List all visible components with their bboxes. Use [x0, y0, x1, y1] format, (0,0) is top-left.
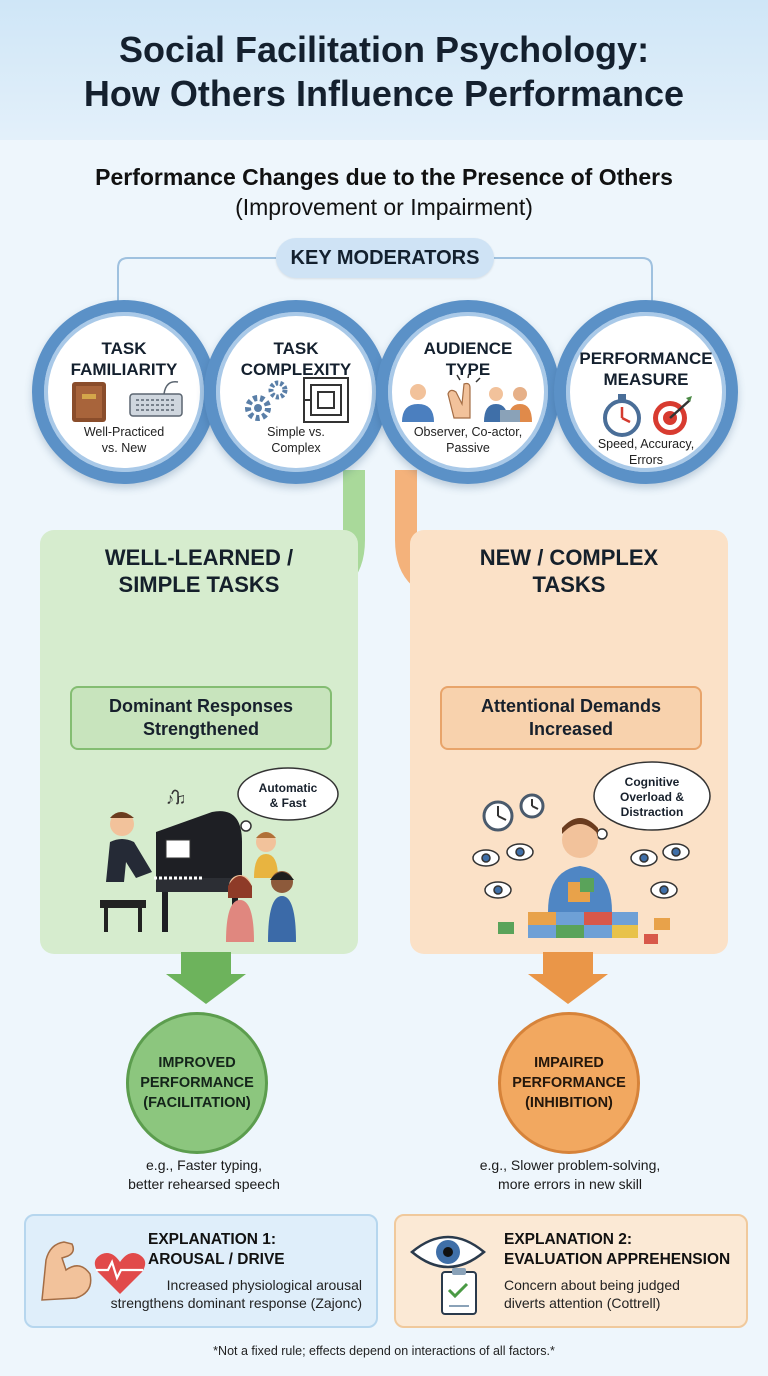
subtitle-main: Performance Changes due to the Presence …: [95, 164, 673, 190]
explanation-2-title: EXPLANATION 2:EVALUATION APPREHENSION: [504, 1231, 731, 1268]
coworkers-icon: [484, 387, 532, 422]
header-banner: [0, 0, 768, 140]
explanation-evaluation-card: EXPLANATION 2:EVALUATION APPREHENSION Co…: [394, 1214, 748, 1328]
footnote: *Not a fixed rule; effects depend on int…: [213, 1344, 555, 1358]
heart-pulse-icon: [94, 1253, 146, 1294]
book-icon: [72, 381, 183, 422]
svg-text:♪♫: ♪♫: [166, 791, 186, 808]
moderator-desc: Speed, Accuracy,Errors: [597, 437, 695, 467]
clock-icon: [482, 793, 545, 832]
facilitation-example: e.g., Faster typing,better rehearsed spe…: [128, 1157, 280, 1192]
clapping-hands-icon: [447, 374, 481, 419]
page-title: Social Facilitation Psychology: How Othe…: [0, 28, 768, 116]
key-moderators-label: KEY MODERATORS: [276, 238, 494, 278]
inhibition-example: e.g., Slower problem-solving,more errors…: [479, 1157, 661, 1192]
watching-eyes-icon: [472, 843, 690, 899]
explanation-1-title: EXPLANATION 1:AROUSAL / DRIVE: [148, 1231, 285, 1268]
moderator-desc: Simple vs.Complex: [267, 425, 325, 455]
moderator-connectors: [117, 257, 653, 302]
piano-performer-illustration: ♪♫: [100, 789, 296, 942]
thought-text-automatic: Automatic& Fast: [258, 781, 318, 810]
stopwatch-icon: [603, 394, 692, 437]
simple-tasks-title: WELL-LEARNED /SIMPLE TASKS: [104, 545, 294, 597]
clipboard-check-icon: [441, 1268, 477, 1315]
title-line-2: How Others Influence Performance: [83, 73, 685, 114]
keyboard-icon: [129, 381, 183, 417]
subtitle: Performance Changes due to the Presence …: [0, 162, 768, 222]
thought-bubble: [232, 767, 339, 842]
puzzle-pieces-icon: [498, 912, 670, 944]
subtitle-paren: (Improvement or Impairment): [235, 194, 533, 220]
maze-icon: [303, 377, 349, 423]
person-icon: [402, 374, 532, 422]
gears-icon: [245, 377, 349, 423]
title-line-1: Social Facilitation Psychology:: [118, 29, 650, 70]
target-icon: [653, 396, 692, 435]
flexed-arm-icon: [41, 1241, 146, 1301]
moderator-desc: Observer, Co-actor,Passive: [413, 425, 523, 455]
explanation-arousal-card: EXPLANATION 1:AROUSAL / DRIVE Increased …: [24, 1214, 378, 1328]
flow-arrows-bottom: [166, 952, 608, 1004]
eye-icon: [410, 1235, 486, 1315]
puzzle-overload-illustration: [472, 793, 690, 944]
